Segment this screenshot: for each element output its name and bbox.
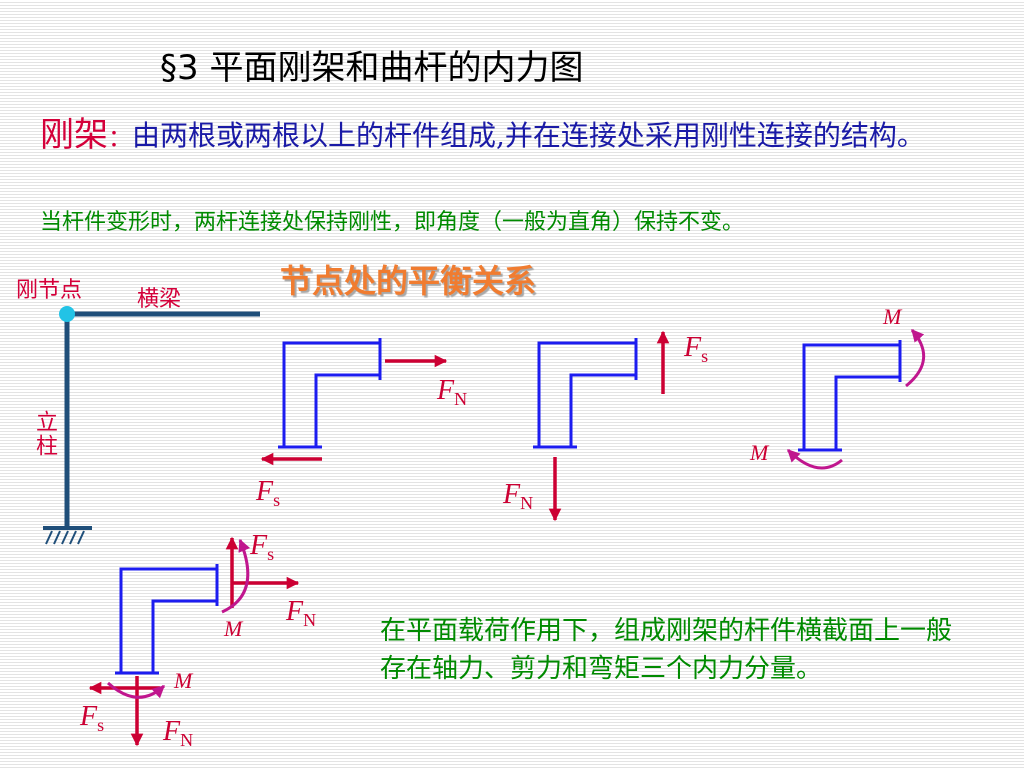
bending-moment-arrow	[905, 329, 926, 388]
axial-force-label: FN	[436, 375, 467, 409]
moment-label: M	[882, 304, 903, 329]
definition-text: 由两根或两根以上的杆件组成,并在连接处采用刚性连接的结构。	[132, 119, 925, 152]
ground-hatching	[45, 530, 85, 545]
page-title: §3 平面刚架和曲杆的内力图	[160, 48, 584, 88]
definition-term: 刚架：	[40, 107, 132, 156]
column-label: 立柱	[32, 410, 57, 458]
axial-force-label: FN	[285, 596, 316, 630]
beam-label: 横梁	[137, 287, 182, 312]
shear-force-label: Fs	[683, 332, 708, 366]
moment-label: M	[223, 616, 244, 641]
element-outline	[282, 341, 382, 447]
section-heading: 节点处的平衡关系	[280, 262, 537, 300]
bending-moment-arrow	[106, 681, 166, 699]
rigidity-note: 当杆件变形时，两杆连接处保持刚性，即角度（一般为直角）保持不变。	[40, 210, 745, 235]
definition-colon: ：	[108, 124, 132, 152]
element-outline	[537, 341, 638, 447]
joint-element-moment: M M	[749, 304, 926, 470]
axial-force-label: FN	[162, 716, 193, 750]
shear-force-label: Fs	[79, 701, 104, 735]
bending-moment-arrow	[786, 448, 843, 470]
element-outline	[802, 343, 902, 450]
moment-label: M	[173, 668, 194, 693]
shear-force-label: Fs	[255, 476, 280, 510]
shear-force-label: Fs	[249, 530, 274, 564]
bending-moment-arrow	[221, 538, 251, 614]
joint-element-combined: Fs FN M M Fs FN	[79, 530, 316, 750]
joint-element-shear: Fs FN	[502, 330, 708, 522]
summary-text: 在平面载荷作用下，组成刚架的杆件横截面上一般存在轴力、剪力和弯矩三个内力分量。	[380, 616, 953, 684]
rigid-joint-label: 刚节点	[16, 278, 83, 303]
rigid-joint-dot	[59, 306, 75, 322]
element-outline	[119, 567, 219, 673]
definition-term-word: 刚架	[40, 115, 108, 155]
axial-force-label: FN	[502, 479, 533, 513]
moment-label: M	[749, 440, 770, 465]
frame-sketch	[43, 306, 260, 545]
joint-element-axial: FN Fs	[255, 338, 467, 510]
